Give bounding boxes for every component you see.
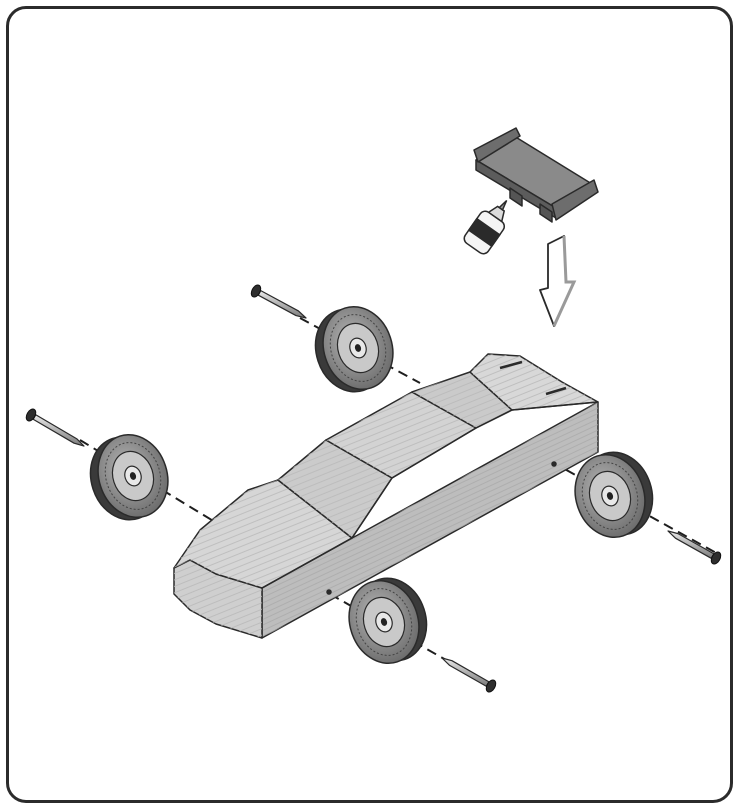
axle-nails	[25, 284, 722, 693]
nail-head	[710, 551, 722, 565]
car-body-side-bevel	[261, 401, 599, 589]
wheel-front-left	[89, 433, 169, 521]
spoiler-mount-left	[509, 187, 523, 207]
nail-head	[25, 408, 37, 422]
axle-hole-rear	[551, 461, 557, 467]
illustration-frame	[6, 6, 733, 803]
car-body	[173, 353, 599, 639]
axle-hole-front	[326, 589, 332, 595]
glue-bottle-label	[467, 217, 501, 248]
wheel-rear-left	[314, 305, 394, 393]
guide-line-front-left	[79, 439, 216, 523]
spoiler-slot-rear	[545, 386, 567, 396]
wheels	[89, 305, 654, 665]
nail-head	[485, 679, 497, 693]
spoiler-endplate-left	[473, 127, 521, 163]
wheel-front-right	[348, 577, 428, 665]
glue-bottle	[463, 199, 508, 255]
nail-head	[250, 284, 262, 298]
axle-nail-front-right	[441, 657, 497, 693]
spoiler-slot-front	[499, 360, 523, 370]
axle-nail-rear-right	[667, 530, 722, 565]
wheel-rear-right	[574, 451, 654, 539]
spoiler-endplate-right	[551, 179, 599, 221]
spoiler-mount-right	[539, 203, 553, 223]
axle-nail-front-left	[25, 408, 85, 447]
down-arrow-icon	[539, 235, 577, 327]
axle-nail-rear-left	[250, 284, 307, 319]
glue-bottle-nozzle	[487, 205, 506, 223]
rear-spoiler	[473, 127, 599, 223]
